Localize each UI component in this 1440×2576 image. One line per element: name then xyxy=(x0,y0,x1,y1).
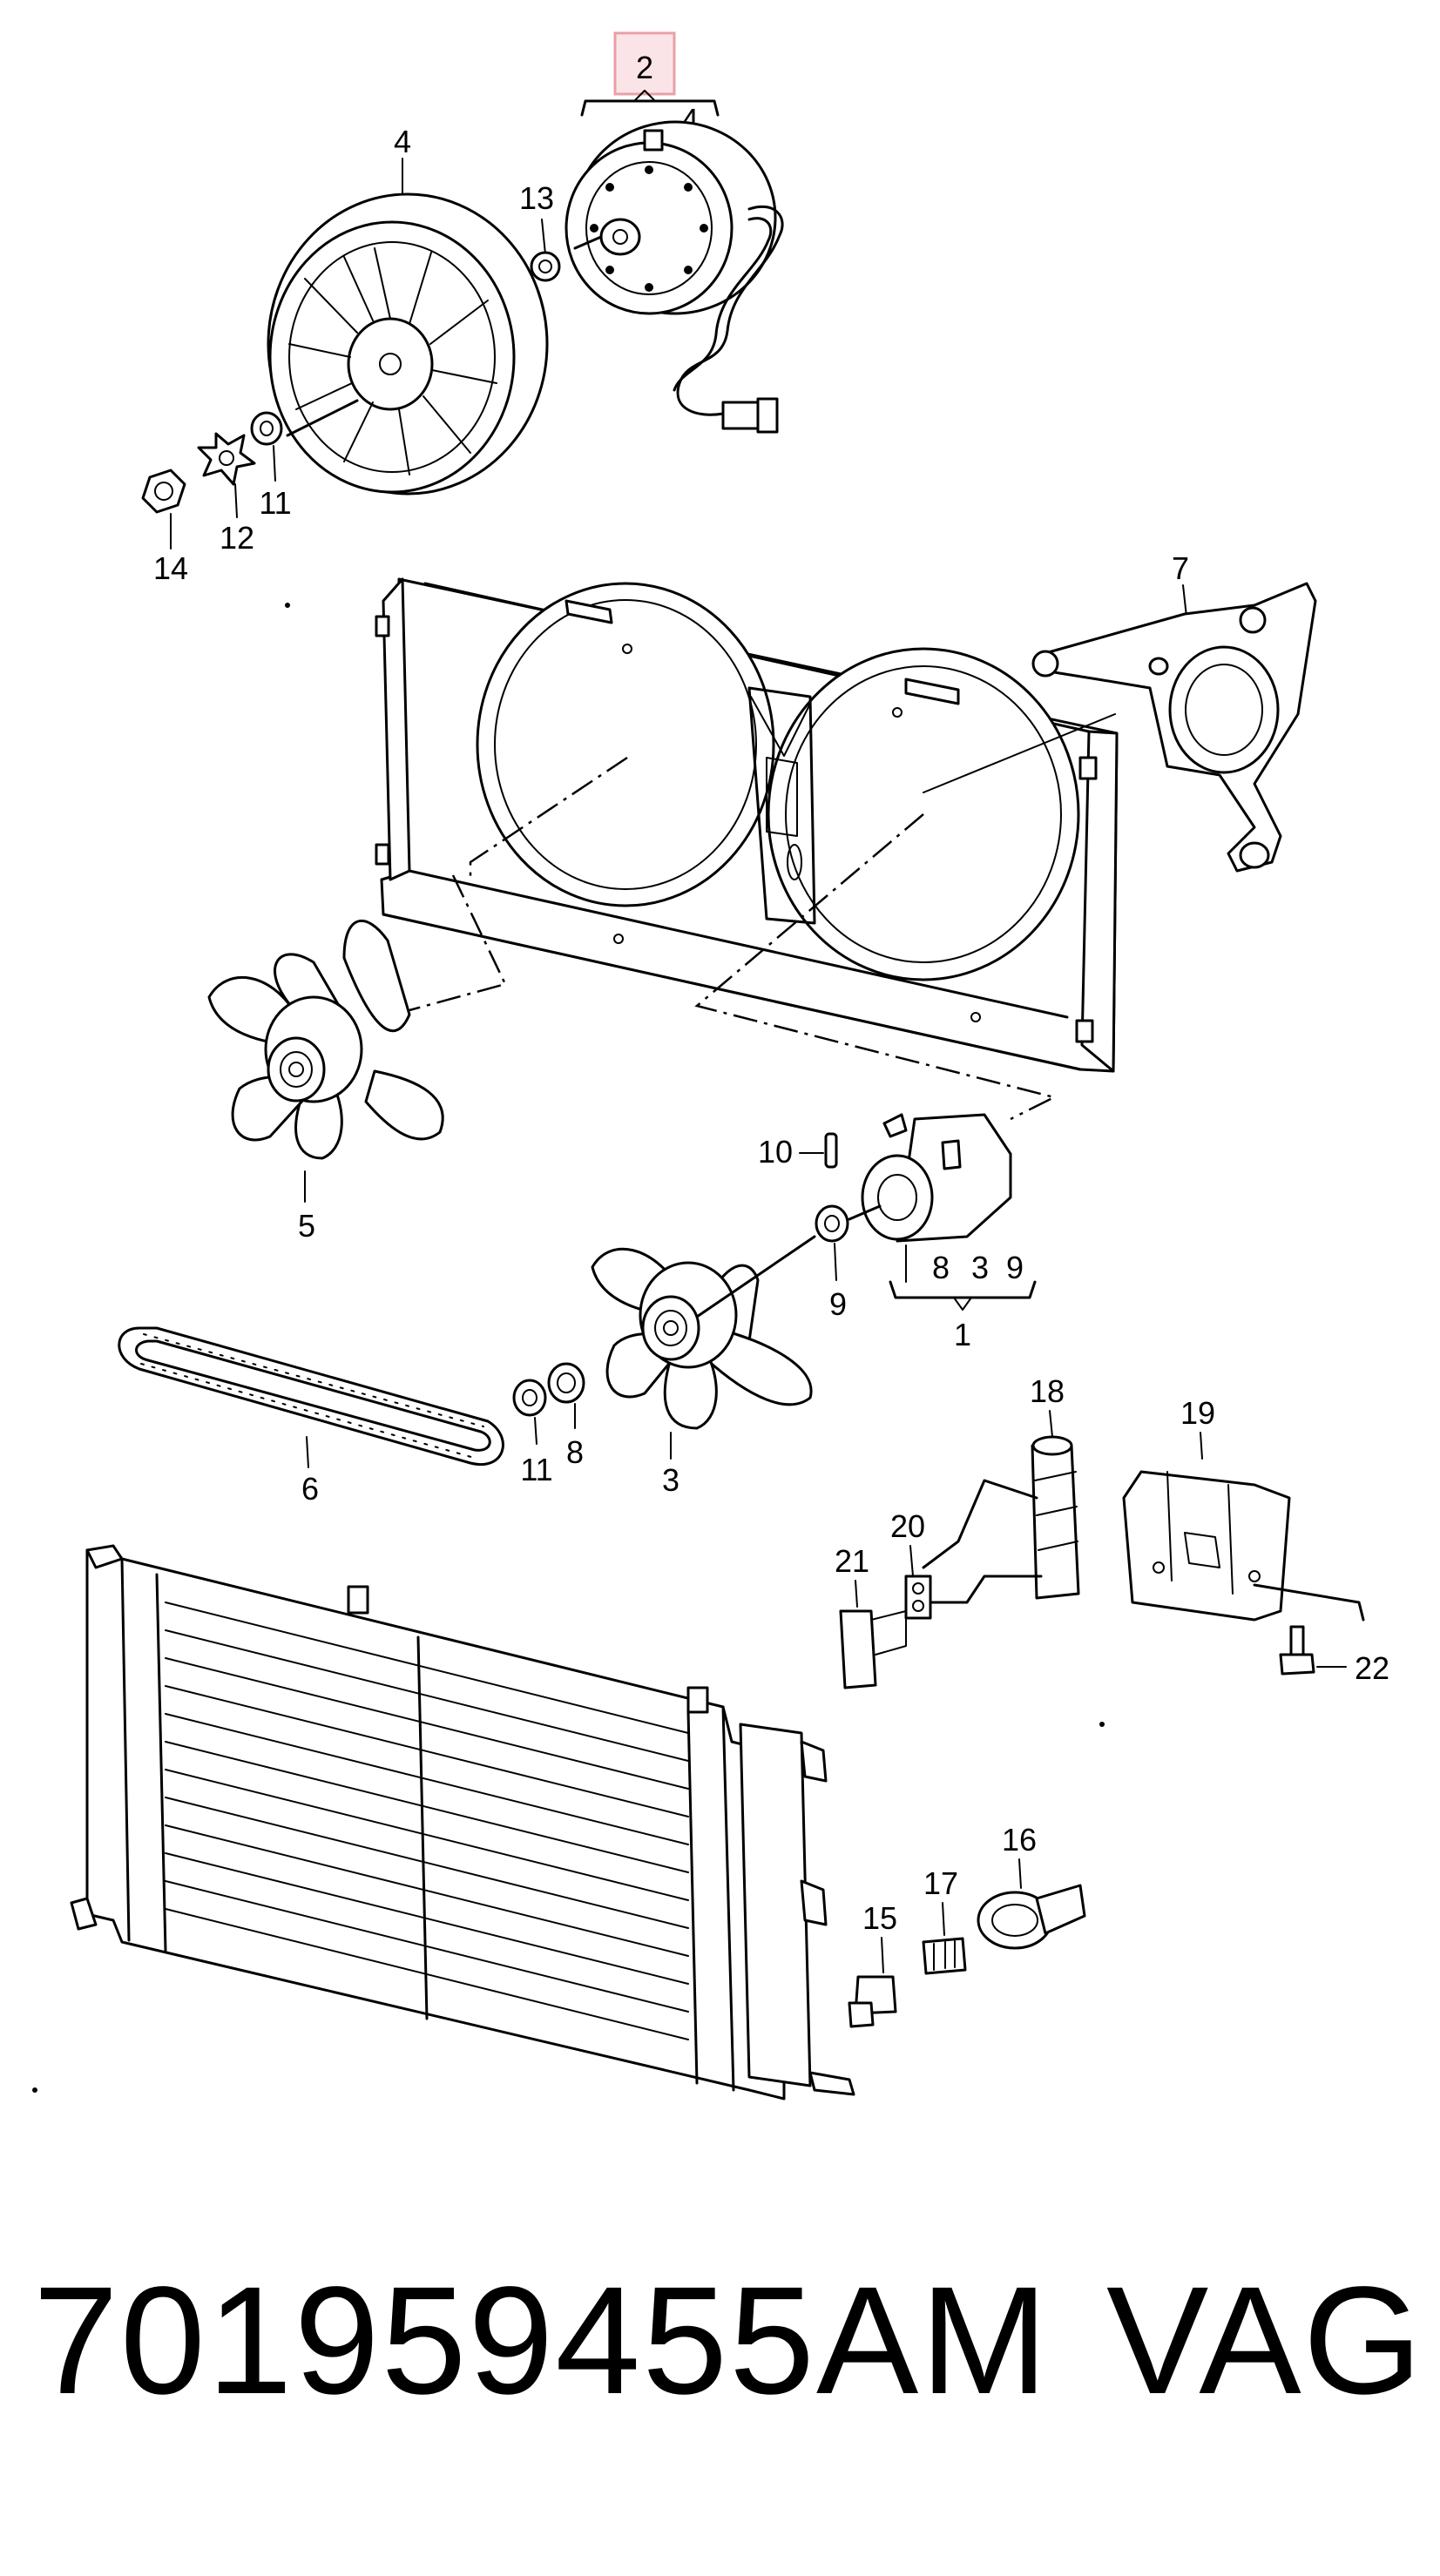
callout-4a: 4 xyxy=(394,124,411,159)
bracket-7-link xyxy=(923,713,1116,793)
leader-16 xyxy=(1018,1858,1022,1889)
bracket-19 xyxy=(1122,1470,1365,1622)
leader-11b xyxy=(534,1417,537,1445)
leader-9b xyxy=(834,1243,837,1281)
assembly-line-c xyxy=(694,813,1058,1121)
bracket-1 xyxy=(889,1280,1037,1299)
bracket-7 xyxy=(1031,582,1317,873)
leader-13 xyxy=(541,219,546,255)
bolt-22 xyxy=(1279,1625,1315,1676)
fan-5 xyxy=(207,920,444,1160)
callout-7: 7 xyxy=(1172,550,1189,586)
callout-14: 14 xyxy=(153,550,188,586)
grommet-16 xyxy=(977,1884,1086,1950)
fan-motor-1 xyxy=(848,1113,1012,1243)
callout-8a: 8 xyxy=(566,1434,584,1470)
callout-10: 10 xyxy=(758,1134,793,1170)
part-number: 701959455AM xyxy=(33,2256,1050,2426)
callout-20: 20 xyxy=(890,1508,925,1544)
washer-13 xyxy=(530,251,561,282)
leader-17 xyxy=(942,1902,945,1936)
leader-18 xyxy=(1049,1410,1053,1438)
assembly-line-a xyxy=(469,756,628,880)
leader-19 xyxy=(1200,1432,1203,1460)
clip-11-bottom xyxy=(512,1379,547,1417)
callout-12: 12 xyxy=(220,520,254,556)
leader-20 xyxy=(909,1545,914,1577)
callout-1: 1 xyxy=(954,1317,971,1352)
callout-3b: 3 xyxy=(971,1250,989,1285)
dot-b xyxy=(1099,1722,1105,1727)
leader-21 xyxy=(855,1580,858,1608)
callout-2[interactable]: 2 xyxy=(636,50,653,85)
leader-7 xyxy=(1182,584,1187,617)
dot-a xyxy=(285,603,290,608)
relay-18 xyxy=(922,1435,1080,1604)
callout-16: 16 xyxy=(1002,1822,1037,1858)
fan-shroud xyxy=(375,577,1119,1073)
sensor-15 xyxy=(848,1975,897,2028)
callout-3: 3 xyxy=(662,1462,679,1498)
callout-17: 17 xyxy=(923,1865,958,1901)
nut-14 xyxy=(141,469,186,514)
bracket-2-tip xyxy=(633,90,656,102)
callout-21: 21 xyxy=(835,1543,869,1579)
callout-19: 19 xyxy=(1180,1395,1215,1431)
connector-20 xyxy=(904,1575,932,1620)
callout-11b: 11 xyxy=(520,1452,552,1487)
leader-6 xyxy=(306,1436,309,1468)
callout-13: 13 xyxy=(519,180,554,216)
callout-15: 15 xyxy=(862,1900,897,1936)
callout-5: 5 xyxy=(298,1208,315,1244)
bracket-2 xyxy=(580,99,720,117)
callout-22: 22 xyxy=(1355,1650,1389,1686)
leader-11a xyxy=(273,445,276,482)
brand-name: VAG xyxy=(1106,2256,1424,2426)
exploded-parts-diagram: 2 4 13 4 xyxy=(32,31,1389,2101)
callout-11a: 11 xyxy=(259,485,291,521)
callout-6: 6 xyxy=(301,1471,319,1507)
callout-9b: 9 xyxy=(829,1286,847,1322)
fan-motor-top xyxy=(565,120,784,434)
fan-3 xyxy=(591,1235,816,1430)
dot-c xyxy=(32,2087,37,2093)
belt-6 xyxy=(118,1326,504,1467)
star-washer-12 xyxy=(197,432,256,486)
fan-4 xyxy=(267,192,549,496)
washer-8 xyxy=(547,1362,585,1404)
callout-9a: 9 xyxy=(1006,1250,1024,1285)
bracket-1-tip xyxy=(953,1297,972,1311)
housing-21 xyxy=(839,1609,907,1689)
callout-18: 18 xyxy=(1030,1373,1065,1409)
radiator xyxy=(70,1544,855,2101)
key-10 xyxy=(824,1132,838,1169)
highlight-box-2[interactable] xyxy=(613,31,676,96)
leader-15 xyxy=(881,1937,884,1973)
plug-17 xyxy=(922,1937,967,1975)
leader-12 xyxy=(234,483,238,518)
assembly-line-b xyxy=(409,874,507,1012)
clip-11-top xyxy=(250,411,283,446)
washer-9 xyxy=(815,1204,849,1243)
callout-8b: 8 xyxy=(932,1250,950,1285)
